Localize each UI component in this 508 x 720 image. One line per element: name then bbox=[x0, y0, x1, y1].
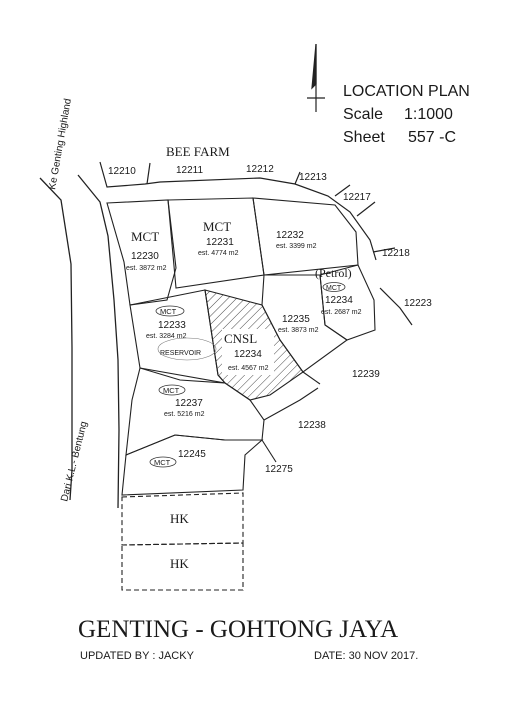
lot-12245-number: 12245 bbox=[178, 449, 206, 460]
lot-12234-area: est. 4567 m2 bbox=[228, 365, 269, 372]
lot-12232-number: 12232 bbox=[276, 230, 304, 241]
reservoir-mark bbox=[157, 337, 217, 361]
lot-12234p-badge: MCT bbox=[326, 285, 342, 292]
adjacent-lot-12210: 12210 bbox=[108, 166, 136, 177]
lot-12230-number: 12230 bbox=[131, 251, 159, 262]
north-arrow-icon bbox=[307, 43, 325, 112]
hk2-boundary bbox=[121, 542, 244, 591]
scale-value: 1:1000 bbox=[404, 106, 453, 123]
lot-12235-number: 12235 bbox=[282, 314, 310, 325]
hk2-owner: HK bbox=[170, 556, 189, 571]
lot-12234p-owner: (Petrol) bbox=[315, 266, 352, 280]
sheet-label: Sheet bbox=[343, 129, 385, 146]
lot-parcels bbox=[106, 197, 376, 591]
hk1-owner: HK bbox=[170, 511, 189, 526]
adjacent-lot-12213: 12213 bbox=[299, 172, 327, 183]
highway bbox=[39, 174, 120, 509]
upper-road bbox=[99, 161, 413, 326]
lot-12237-area: est. 5216 m2 bbox=[164, 411, 205, 418]
road-dari-kl: Dari K.L.- Bentung bbox=[59, 420, 90, 502]
lot-12230-area: est. 3872 m2 bbox=[126, 265, 167, 272]
date: DATE: 30 NOV 2017. bbox=[314, 650, 418, 662]
adjacent-lot-12218: 12218 bbox=[382, 248, 410, 259]
lot-12245-badge: MCT bbox=[154, 458, 171, 467]
bee-farm-label: BEE FARM bbox=[166, 144, 230, 159]
lot-12234-owner: CNSL bbox=[224, 331, 257, 346]
adjacent-lot-12238: 12238 bbox=[298, 420, 326, 431]
lot-12234p-badge-oval bbox=[322, 282, 346, 292]
location-plan-title: LOCATION PLAN bbox=[343, 83, 470, 100]
lot-12233-badge: MCT bbox=[160, 307, 177, 316]
lot-12233-badge-oval bbox=[155, 305, 185, 317]
scale-label: Scale bbox=[343, 106, 383, 123]
lot-12231-owner: MCT bbox=[203, 219, 231, 234]
adjacent-lot-12275: 12275 bbox=[265, 464, 293, 475]
lot-12235-area: est. 3873 m2 bbox=[278, 327, 319, 334]
lot-12245-badge-oval bbox=[149, 456, 177, 468]
adjacent-lot-12212: 12212 bbox=[246, 164, 274, 175]
adjacent-lot-12211: 12211 bbox=[176, 165, 204, 176]
adjacent-lot-12223: 12223 bbox=[404, 298, 432, 309]
lot-12245-boundary bbox=[121, 434, 264, 496]
updated-by: UPDATED BY : JACKY bbox=[80, 650, 195, 662]
lot-12231-number: 12231 bbox=[206, 237, 234, 248]
lot-12234p-area: est. 2687 m2 bbox=[321, 309, 362, 316]
lot-12234p-number: 12234 bbox=[325, 295, 353, 306]
adjacent-lot-12217: 12217 bbox=[343, 192, 371, 203]
sheet-value: 557 -C bbox=[408, 129, 456, 146]
lot-12234-number: 12234 bbox=[234, 349, 262, 360]
adjacent-lot-12239: 12239 bbox=[352, 369, 380, 380]
lot-12237-badge-oval bbox=[158, 384, 186, 396]
page-title: GENTING - GOHTONG JAYA bbox=[78, 616, 398, 643]
lot-12233-area: est. 3284 m2 bbox=[146, 333, 187, 340]
lot-12232-boundary bbox=[252, 197, 359, 276]
cnsl-label-backdrop bbox=[222, 329, 274, 375]
road-ke-genting: Ke Genting Highland bbox=[47, 98, 74, 191]
lot-12233-reservoir: RESERVOIR bbox=[160, 350, 201, 357]
lot-12237-badge: MCT bbox=[163, 386, 180, 395]
lot-12237-number: 12237 bbox=[175, 398, 203, 409]
lot-12231-area: est. 4774 m2 bbox=[198, 250, 239, 257]
lot-12230-owner: MCT bbox=[131, 229, 159, 244]
lot-12233-number: 12233 bbox=[158, 320, 186, 331]
lot-12232-area: est. 3399 m2 bbox=[276, 243, 317, 250]
